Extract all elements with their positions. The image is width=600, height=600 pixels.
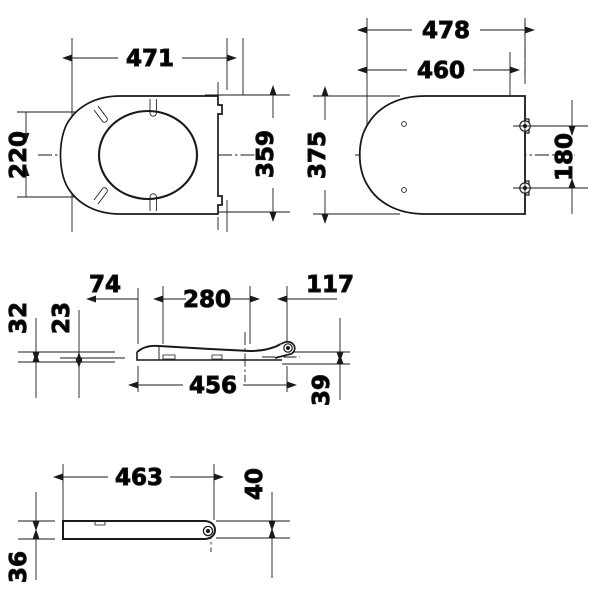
hinge-point-rear bbox=[513, 176, 537, 200]
seat-side-view: 32 23 74 280 117 456 bbox=[6, 272, 355, 407]
seat-profile-top-edge bbox=[136, 343, 282, 353]
dimension-lid-depth-375: 375 bbox=[305, 86, 332, 224]
bumper-slot-rear-left bbox=[93, 187, 108, 205]
dimension-seat-depth-359: 359 bbox=[253, 85, 280, 222]
seat-side-centerlines bbox=[244, 332, 300, 382]
lid-side-view: 463 36 40 bbox=[6, 464, 290, 584]
lid-bumper-profile bbox=[94, 520, 106, 526]
seat-side-hinge bbox=[274, 340, 296, 359]
lid-top-view: 478 460 375 180 bbox=[305, 18, 588, 224]
dimension-seat-width-471: 471 bbox=[62, 46, 237, 73]
dim-label-23: 23 bbox=[49, 302, 75, 334]
dim-label-180: 180 bbox=[552, 133, 578, 181]
dimension-offset-23: 23 bbox=[49, 301, 83, 398]
lid-side-hinge bbox=[202, 525, 214, 537]
lid-side-body bbox=[62, 520, 217, 540]
hinge-point-front bbox=[513, 114, 537, 138]
dim-label-36: 36 bbox=[6, 551, 32, 583]
dim-label-32: 32 bbox=[6, 302, 32, 334]
lid-bumper-dot-rear bbox=[401, 187, 407, 193]
dimension-rear-overhang-117: 117 bbox=[277, 272, 355, 303]
dim-label-74: 74 bbox=[89, 272, 121, 298]
seat-bumper-profile-front bbox=[162, 354, 176, 360]
lid-hinge-points bbox=[513, 114, 537, 200]
dim-label-117: 117 bbox=[306, 272, 354, 298]
dim-label-39: 39 bbox=[309, 374, 335, 406]
dimension-lid-width-460: 460 bbox=[357, 58, 520, 85]
seat-bumper-slots bbox=[93, 99, 157, 211]
dim-label-375: 375 bbox=[305, 131, 331, 179]
dim-label-359: 359 bbox=[253, 130, 279, 178]
dim-label-463: 463 bbox=[115, 465, 163, 491]
dim-label-40: 40 bbox=[242, 468, 268, 500]
lid-outer-contour bbox=[358, 95, 526, 215]
bumper-slot-front-right bbox=[149, 99, 157, 117]
dimension-lid-width-478: 478 bbox=[357, 18, 535, 45]
seat-profile-bottom-edge bbox=[136, 352, 282, 361]
dim-label-478: 478 bbox=[422, 18, 470, 44]
dimension-seat-length-456: 456 bbox=[128, 373, 297, 400]
seat-extension-lines bbox=[17, 38, 290, 232]
dimension-middle-span-280: 280 bbox=[153, 287, 260, 314]
dim-label-471: 471 bbox=[126, 46, 174, 72]
dim-label-460: 460 bbox=[417, 58, 465, 84]
dimension-front-overhang-74: 74 bbox=[86, 272, 138, 303]
dim-label-280: 280 bbox=[183, 287, 231, 313]
dim-label-456: 456 bbox=[189, 373, 237, 399]
dimension-lid-length-463: 463 bbox=[53, 465, 224, 492]
bumper-slot-rear-right bbox=[149, 193, 157, 211]
seat-bumper-profile-rear bbox=[211, 354, 223, 360]
dimension-hinge-height-39: 39 bbox=[309, 318, 344, 407]
lid-bumper-dot-front bbox=[401, 121, 407, 127]
dimension-hinge-spacing-180: 180 bbox=[552, 100, 579, 214]
dim-label-220: 220 bbox=[6, 131, 32, 179]
dimension-lid-thickness-36: 36 bbox=[6, 492, 40, 584]
seat-inner-opening bbox=[97, 109, 199, 201]
seat-top-view: 471 220 359 bbox=[6, 38, 290, 232]
dimension-offset-32: 32 bbox=[6, 301, 40, 398]
dimension-seat-opening-220: 220 bbox=[6, 112, 33, 197]
bumper-slot-front-left bbox=[93, 105, 108, 123]
dimension-lid-hinge-40: 40 bbox=[242, 467, 276, 578]
